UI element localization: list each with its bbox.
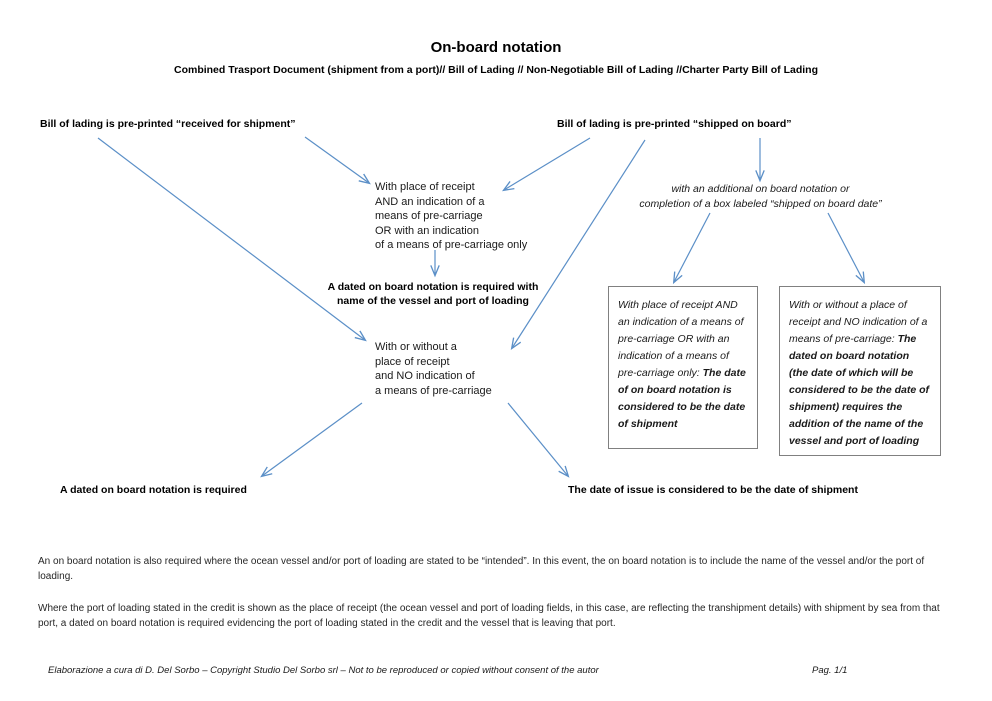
page-subtitle: Combined Trasport Document (shipment fro…: [173, 64, 819, 76]
note-paragraph-2: Where the port of loading stated in the …: [38, 603, 940, 629]
box-right: With or without a place of receipt and N…: [779, 286, 941, 456]
footer-credit: Elaborazione a cura di D. Del Sorbo – Co…: [48, 665, 599, 676]
condition-b-text: With or without a place of receipt and N…: [375, 341, 492, 397]
condition-a-text: With place of receipt AND an indication …: [375, 181, 528, 252]
outcome-right: The date of issue is considered to be th…: [568, 484, 858, 496]
arrow-left-header-to-condition-a: [304, 136, 371, 185]
arrow-right-note-to-box-left: [672, 212, 711, 285]
box-right-bold: The dated on board notation (the date of…: [789, 333, 930, 447]
box-left-bold: The date of on board notation is conside…: [618, 367, 746, 430]
branch-right-header: Bill of lading is pre-printed “shipped o…: [557, 118, 792, 130]
box-left-normal: With place of receipt AND an indication …: [618, 299, 744, 379]
page-title: On-board notation: [430, 39, 562, 56]
box-right-normal: With or without a place of receipt and N…: [789, 299, 928, 345]
arrow-condition-b-to-outcome-right: [507, 402, 570, 478]
note-paragraph-1: An on board notation is also required wh…: [38, 556, 925, 582]
right-note-text: with an additional on board notation or …: [639, 183, 882, 211]
arrow-left-header-to-condition-b: [97, 137, 367, 342]
result-a-text: A dated on board notation is required wi…: [327, 281, 539, 307]
footer-page-number: Pag. 1/1: [812, 665, 848, 676]
arrow-right-note-to-box-right: [827, 212, 866, 285]
box-left: With place of receipt AND an indication …: [608, 286, 758, 449]
outcome-left: A dated on board notation is required: [60, 484, 247, 496]
arrow-condition-b-to-outcome-left: [260, 402, 363, 478]
branch-left-header: Bill of lading is pre-printed “received …: [40, 118, 296, 130]
